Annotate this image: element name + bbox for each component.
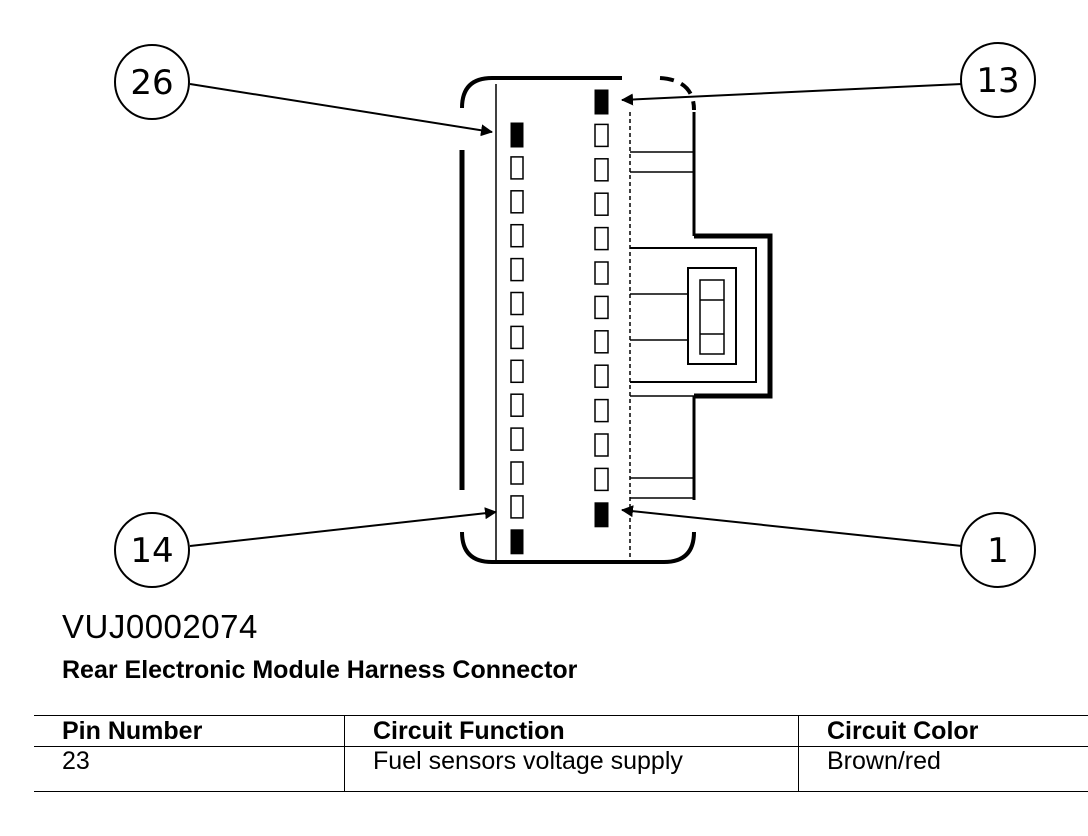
pin-cavity (594, 261, 609, 285)
leader-line-1 (621, 505, 963, 547)
leader-lines (189, 83, 963, 547)
pin-cavity (510, 495, 524, 519)
pin-cavity (594, 295, 609, 320)
callout-1-label: 1 (987, 531, 1009, 571)
pin-cavity (510, 393, 524, 417)
callout-1: 1 (960, 512, 1036, 588)
table-row: 23 Fuel sensors voltage supply Brown/red (34, 746, 1088, 792)
circuit-function-cell: Fuel sensors voltage supply (344, 746, 799, 792)
callout-26-label: 26 (130, 63, 173, 103)
pin-cavity (510, 529, 524, 555)
callout-13: 13 (960, 42, 1036, 118)
pin-cavity (594, 398, 609, 423)
pin-cavity (594, 226, 609, 251)
column-header-circuit-color: Circuit Color (798, 715, 1088, 747)
diagram-caption: Rear Electronic Module Harness Connector (62, 656, 578, 684)
pin-cavity (510, 461, 524, 485)
pin-cavity (594, 502, 609, 528)
pin-cavity (510, 291, 524, 316)
pin-column-left (510, 122, 524, 555)
pin-cavity (594, 433, 609, 457)
connector-housing (459, 76, 773, 564)
pin-cavity (510, 156, 524, 180)
callout-14-label: 14 (130, 531, 173, 571)
column-header-circuit-function: Circuit Function (344, 715, 799, 747)
pin-cavity (510, 223, 524, 248)
pin-cavity (510, 190, 524, 214)
pin-cavity (594, 467, 609, 492)
pin-cavity (594, 364, 609, 388)
pin-cavity (510, 257, 524, 282)
leader-line-26 (189, 83, 493, 137)
pin-cavity (594, 89, 609, 115)
pin-cavity (594, 158, 609, 182)
pin-cavity (510, 427, 524, 451)
pin-cavity (510, 359, 524, 384)
pin-cavity (594, 330, 609, 354)
callout-13-label: 13 (976, 61, 1019, 101)
column-header-pin-number: Pin Number (34, 715, 345, 747)
figure-id: VUJ0002074 (62, 608, 258, 645)
pin-column-right (594, 89, 609, 528)
table-header-row: Pin Number Circuit Function Circuit Colo… (34, 715, 1088, 747)
callout-14: 14 (114, 512, 190, 588)
pin-number-cell: 23 (34, 746, 345, 792)
connector-diagram: 26 13 14 1 (114, 42, 1036, 588)
pin-cavity (510, 122, 524, 148)
leader-line-13 (621, 83, 963, 106)
pin-cavity (594, 123, 609, 148)
circuit-color-cell: Brown/red (798, 746, 1088, 792)
pin-cavity (594, 192, 609, 216)
callout-26: 26 (114, 44, 190, 120)
pin-table: Pin Number Circuit Function Circuit Colo… (34, 715, 1088, 792)
pin-cavity (510, 325, 524, 350)
leader-line-14 (189, 507, 497, 547)
